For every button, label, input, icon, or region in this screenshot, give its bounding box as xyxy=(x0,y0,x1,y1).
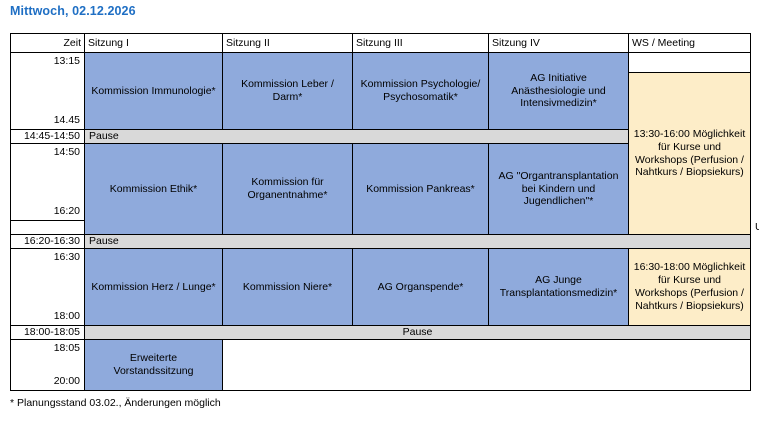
time-cell-pause-1: 14:45-14:50 xyxy=(10,129,85,144)
ws-cell-empty-top xyxy=(628,52,751,73)
time-end-block2: 16:20 xyxy=(53,205,80,218)
column-header-sitzung-4: Sitzung IV xyxy=(488,33,629,53)
time-cell-block1: 13:15 14.45 xyxy=(10,52,85,130)
time-cell-block4: 18:05 20:00 xyxy=(10,339,85,391)
column-header-ws-meeting: WS / Meeting xyxy=(628,33,751,53)
session-cell-block1-s4[interactable]: AG Initiative Anästhesiologie und Intens… xyxy=(488,52,629,130)
page-title: Mittwoch, 02.12.2026 xyxy=(10,4,136,18)
time-end-block4: 20:00 xyxy=(53,375,80,388)
column-header-sitzung-1: Sitzung I xyxy=(84,33,223,53)
column-header-sitzung-2: Sitzung II xyxy=(222,33,353,53)
table-row-block4: 18:05 20:00 Erweiterte Vorstandssitzung xyxy=(10,339,751,391)
table-row-block1-main: 13:30-16:00 Möglichkeit für Kurse und Wo… xyxy=(11,72,751,235)
column-header-time: Zeit xyxy=(10,33,85,53)
time-cell-pause-3: 18:00-18:05 xyxy=(10,325,85,340)
session-cell-block3-s2[interactable]: Kommission Niere* xyxy=(222,248,353,326)
empty-cell-block4 xyxy=(222,339,751,391)
pause-cell-1: Pause xyxy=(84,129,629,144)
session-cell-block3-s4[interactable]: AG Junge Transplantationsmedizin* xyxy=(488,248,629,326)
table-row-pause-2: 16:20-16:30 Pause xyxy=(10,234,751,249)
table-row-block1-top: 13:15 14.45 Kommission Immunologie* Komm… xyxy=(10,52,751,130)
time-end-block1: 14.45 xyxy=(53,114,80,127)
footnote: * Planungsstand 03.02., Änderungen mögli… xyxy=(10,397,221,409)
session-cell-block3-s3[interactable]: AG Organspende* xyxy=(352,248,489,326)
session-cell-block2-s4[interactable]: AG "Organtransplantation bei Kindern und… xyxy=(488,143,629,235)
time-start-block2: 14:50 xyxy=(53,146,80,158)
session-cell-block1-s3[interactable]: Kommission Psychologie/ Psychosomatik* xyxy=(352,52,489,130)
column-header-sitzung-3: Sitzung III xyxy=(352,33,489,53)
ws-cell-workshop-1[interactable]: 13:30-16:00 Möglichkeit für Kurse und Wo… xyxy=(628,72,751,235)
session-cell-block3-s1[interactable]: Kommission Herz / Lunge* xyxy=(84,248,223,326)
table-header-row: Zeit Sitzung I Sitzung II Sitzung III Si… xyxy=(10,33,751,53)
session-cell-block2-s3[interactable]: Kommission Pankreas* xyxy=(352,143,489,235)
session-cell-block2-s2[interactable]: Kommission für Organentnahme* xyxy=(222,143,353,235)
schedule-table: Zeit Sitzung I Sitzung II Sitzung III Si… xyxy=(10,33,759,391)
time-cell-pause-2: 16:20-16:30 xyxy=(10,234,85,249)
time-start-block4: 18:05 xyxy=(53,342,80,354)
time-cell-umbau-spacer xyxy=(10,220,85,235)
time-cell-block3: 16:30 18:00 xyxy=(10,248,85,326)
time-start-block1: 13:15 xyxy=(53,55,80,67)
table-row-umbau: Umbau xyxy=(10,220,759,235)
time-end-block3: 18:00 xyxy=(53,310,80,323)
pause-cell-3: Pause xyxy=(84,325,751,340)
table-row-block3: 16:30 18:00 Kommission Herz / Lunge* Kom… xyxy=(10,248,751,326)
session-cell-block1-s1[interactable]: Kommission Immunologie* xyxy=(84,52,223,130)
session-cell-block4-s1[interactable]: Erweiterte Vorstandssitzung xyxy=(84,339,223,391)
session-cell-block1-s2[interactable]: Kommission Leber / Darm* xyxy=(222,52,353,130)
time-cell-block2: 14:50 16:20 xyxy=(10,143,85,221)
session-cell-block2-s1[interactable]: Kommission Ethik* xyxy=(84,143,223,235)
pause-cell-2: Pause xyxy=(84,234,751,249)
ws-cell-workshop-2[interactable]: 16:30-18:00 Möglichkeit für Kurse und Wo… xyxy=(628,248,751,326)
table-row-block2: 14:50 16:20 Kommission Ethik* Kommission… xyxy=(10,143,751,235)
table-row-pause-3: 18:00-18:05 Pause xyxy=(10,325,751,340)
time-start-block3: 16:30 xyxy=(53,251,80,263)
